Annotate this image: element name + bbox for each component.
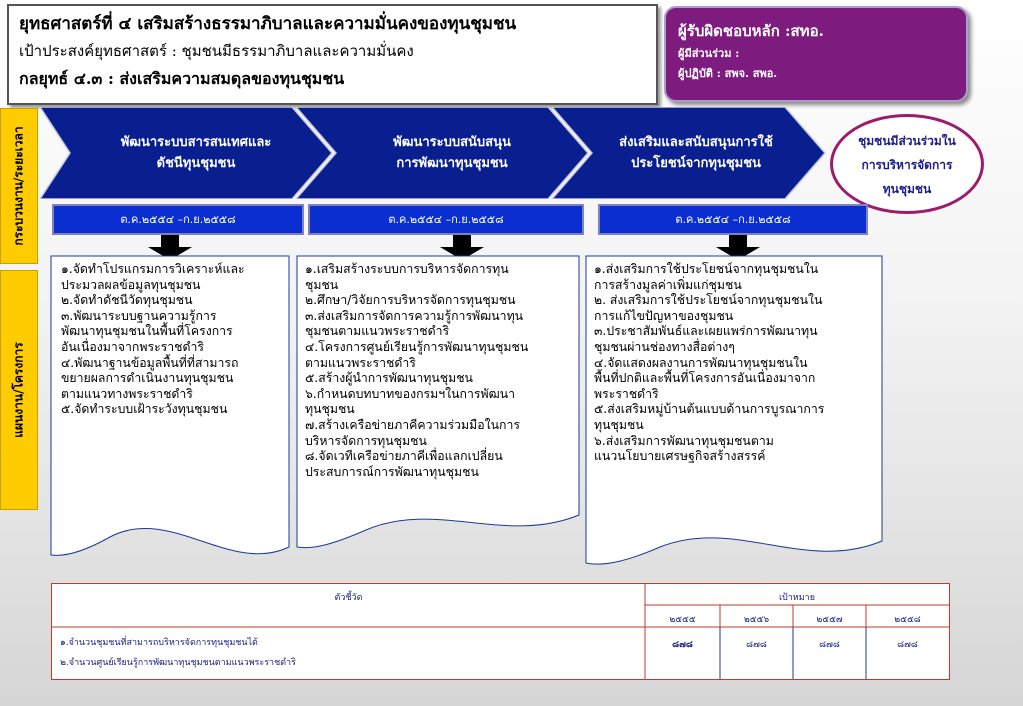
plan-2-line: ชุมชนตามแนวพระราชดำริ (305, 324, 450, 339)
process-chevron-3 (551, 107, 826, 199)
plan-3-line: พื้นที่ปกติและพื้นที่โครงการอันเนื่องมาจ… (594, 371, 816, 386)
plan-2-line: ทุนชุมชน (305, 402, 355, 417)
strategy-title: ยุทธศาสตร์ที่ ๔ เสริมสร้างธรรมาภิบาลและค… (19, 14, 517, 34)
plan-1-line: พัฒนาทุนชุมชนในพื้นที่โครงการ (61, 324, 233, 339)
process-chevron-2 (295, 107, 589, 199)
side-label-process-text: กระบวนงาน/ระยะเวลา (11, 126, 26, 246)
goal-line3: ทุนชุมชน (882, 182, 932, 196)
plan-3-line: ๒. ส่งเสริมการใช้ประโยชน์จากทุนชุมชนใน (594, 293, 823, 308)
plan-3-line: การสร้างมูลค่าเพิ่มแก่ชุมชน (594, 277, 742, 292)
plan-2-line: ชุมชน (305, 277, 339, 292)
plan-2-line: ประสบการณ์การพัฒนาทุนชุมชน (305, 464, 479, 479)
side-label-plan-text: แผนงาน/โครงการ (11, 342, 26, 438)
process-chevron-1 (40, 107, 333, 199)
responsible-participants: ผู้มีส่วนร่วม : (678, 47, 740, 60)
plan-2-line: บริหารจัดการทุนชุมชน (305, 433, 427, 448)
plan-doc-shape-2 (296, 255, 580, 549)
plan-1-line: ๓.พัฒนาระบบฐานความรู้การ (61, 308, 217, 323)
indicator-table: ตัวชี้วัด เป้าหมาย ๒๕๕๕ ๒๕๕๖ ๒๕๕๗ ๒๕๕๘ ๑… (51, 583, 950, 680)
plan-list-1: ๑.จัดทำโปรแกรมการวิเคราะห์และ ประมวลผลข้… (61, 262, 291, 418)
year-header: ๒๕๕๖ (743, 615, 770, 625)
process-label-1-line1: พัฒนาระบบสารสนเทศและ (120, 135, 272, 150)
plan-3-line: ๔.จัดแสดงผลงานการพัฒนาทุนชุมชนใน (594, 355, 808, 370)
target-header: เป้าหมาย (778, 593, 816, 603)
plan-2-line: ๔.โครงการศูนย์เรียนรู้การพัฒนาทุนชุมชน (305, 339, 529, 354)
target-value: ๘๗๘ (819, 640, 840, 650)
plan-1-line: ๒.จัดทำดัชนีวัดทุนชุมชน (61, 293, 193, 308)
plan-3-line: แนวนโยบายเศรษฐกิจสร้างสรรค์ (594, 449, 766, 464)
plan-3-line: ๕.ส่งเสริมหมู่บ้านต้นแบบด้านการบูรณาการ (594, 402, 825, 417)
plan-list-3: ๑.ส่งเสริมการใช้ประโยชน์จากทุนชุมชนใน กา… (594, 262, 882, 465)
plan-2-line: ๒.ศึกษา/วิจัยการบริหารจัดการทุนชุมชน (305, 293, 516, 308)
strategy-objective: เป้าประสงค์ยุทธศาสตร์ : ชุมชนมีธรรมาภิบา… (19, 42, 414, 60)
plan-1-line: ขยายผลการดำเนินงานทุนชุมชน (61, 371, 234, 386)
plan-3-line: ๖.ส่งเสริมการพัฒนาทุนชุมชนตาม (594, 433, 774, 448)
target-value: ๘๗๘ (897, 640, 918, 650)
plan-doc-shape-3 (585, 255, 883, 565)
goal-ellipse: ชุมชนมีส่วนร่วมใน การบริหารจัดการ ทุนชุม… (830, 114, 984, 214)
process-label-2: พัฒนาระบบสนับสนุน การพัฒนาทุนชุมชน (346, 132, 558, 174)
plan-3-line: การแก้ไขปัญหาของชุมชน (594, 308, 734, 323)
process-period-3: ต.ค.๒๕๕๔ –ก.ย.๒๕๕๘ (598, 204, 868, 235)
process-label-1-line2: ดัชนีทุนชุมชน (156, 156, 236, 171)
process-label-2-line2: การพัฒนาทุนชุมชน (396, 156, 508, 171)
strategy-tactic: กลยุทธ์ ๔.๓ : ส่งเสริมความสมดุลของทุนชุม… (19, 69, 345, 88)
side-label-plan: แผนงาน/โครงการ (0, 270, 38, 510)
process-period-2: ต.ค.๒๕๕๔ –ก.ย.๒๕๕๘ (308, 204, 584, 235)
plan-3-line: พระราชดำริ (594, 386, 659, 401)
plan-1-line: ๔.พัฒนาฐานข้อมูลพื้นที่ที่สามารถ (61, 355, 239, 370)
plan-2-line: ๖.กำหนดบทบาทของกรมฯในการพัฒนา (305, 386, 516, 401)
plan-1-line: อันเนื่องมาจากพระราชดำริ (61, 339, 205, 354)
plan-2-line: ตามแนวพระราชดำริ (305, 355, 416, 370)
plan-3-line: ชุมชนผ่านช่องทางสื่อต่างๆ (594, 339, 735, 354)
responsible-box: ผู้รับผิดชอบหลัก :สทอ. ผู้มีส่วนร่วม : ผ… (664, 6, 968, 102)
side-label-process: กระบวนงาน/ระยะเวลา (0, 108, 38, 264)
plan-1-line: ๑.จัดทำโปรแกรมการวิเคราะห์และ (61, 262, 245, 276)
plan-3-line: ทุนชุมชน (594, 417, 644, 432)
plan-2-line: ๑.เสริมสร้างระบบการบริหารจัดการทุน (305, 262, 509, 276)
year-header: ๒๕๕๕ (669, 615, 696, 625)
plan-3-line: ๓.ประชาสัมพันธ์และเผยแพร่การพัฒนาทุน (594, 324, 818, 339)
target-value: ๘๗๘ (672, 640, 693, 650)
plan-doc-shape-1 (50, 255, 290, 556)
year-header: ๒๕๕๗ (816, 615, 843, 625)
plan-2-line: ๘.จัดเวทีเครือข่ายภาคีเพื่อแลกเปลี่ยน (305, 449, 503, 464)
process-label-1: พัฒนาระบบสารสนเทศและ ดัชนีทุนชุมชน (90, 132, 302, 174)
indicator-row-1: ๑.จำนวนชุมชนที่สามารถบริหารจัดการทุนชุมช… (60, 638, 258, 648)
plan-2-line: ๓.ส่งเสริมการจัดการความรู้การพัฒนาทุน (305, 308, 524, 323)
process-arrows (40, 107, 826, 199)
plan-1-line: ประมวลผลข้อมูลทุนชุมชน (61, 277, 201, 292)
table-grid (52, 584, 949, 679)
plan-list-2: ๑.เสริมสร้างระบบการบริหารจัดการทุน ชุมชน… (305, 262, 580, 480)
goal-line1: ชุมชนมีส่วนร่วมใน (858, 134, 956, 148)
year-header: ๒๕๕๘ (894, 615, 921, 625)
process-label-2-line1: พัฒนาระบบสนับสนุน (393, 135, 511, 150)
responsible-main: ผู้รับผิดชอบหลัก :สทอ. (678, 22, 824, 40)
responsible-operators: ผู้ปฏิบัติ : สพจ. สพอ. (678, 67, 778, 80)
process-period-1: ต.ค.๒๕๕๔ –ก.ย.๒๕๕๘ (52, 204, 304, 235)
plan-1-line: ตามแนวทางพระราชดำริ (61, 386, 193, 401)
process-label-3-line2: ประโยชน์จากทุนชุมชน (631, 156, 761, 171)
plan-3-line: ๑.ส่งเสริมการใช้ประโยชน์จากทุนชุมชนใน (594, 262, 819, 276)
plan-2-line: ๗.สร้างเครือข่ายภาคีความร่วมมือในการ (305, 417, 520, 432)
process-label-3: ส่งเสริมและสนับสนุนการใช้ ประโยชน์จากทุน… (590, 132, 802, 174)
indicator-header: ตัวชี้วัด (334, 593, 363, 603)
indicator-row-2: ๒.จำนวนศูนย์เรียนรู้การพัฒนาทุนชุมชนตามแ… (60, 658, 296, 668)
process-label-3-line1: ส่งเสริมและสนับสนุนการใช้ (619, 135, 773, 150)
header-box: ยุทธศาสตร์ที่ ๔ เสริมสร้างธรรมาภิบาลและค… (7, 4, 658, 105)
plan-2-line: ๕.สร้างผู้นำการพัฒนาทุนชุมชน (305, 371, 473, 386)
goal-line2: การบริหารจัดการ (861, 158, 953, 172)
target-value: ๘๗๘ (746, 640, 767, 650)
plan-1-line: ๕.จัดทำระบบเฝ้าระวังทุนชุมชน (61, 402, 228, 417)
